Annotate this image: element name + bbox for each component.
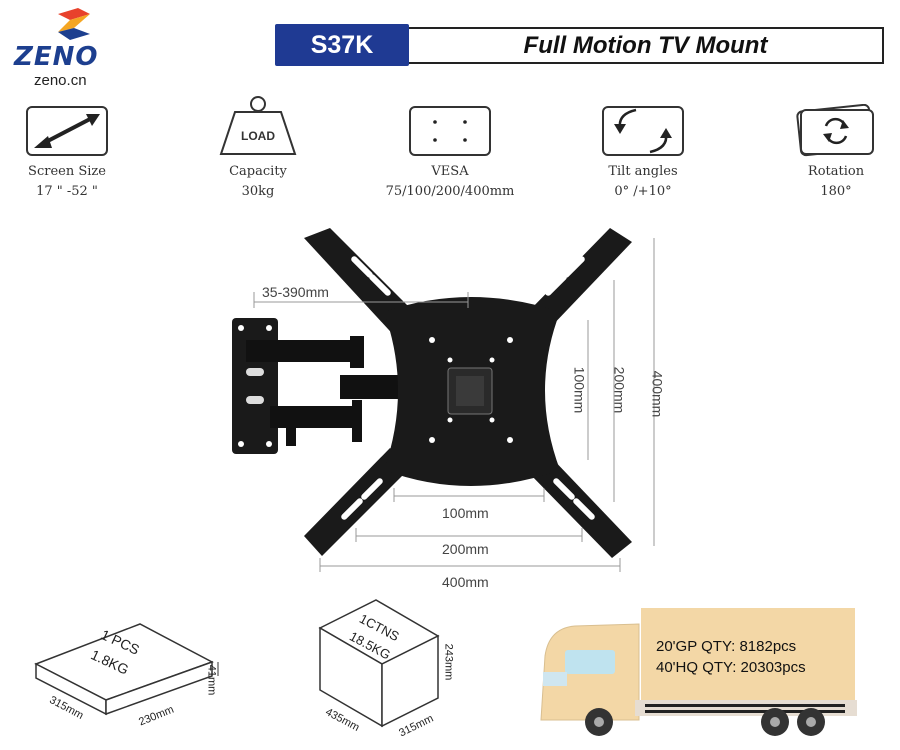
dim-horizontal-400: 400mm xyxy=(442,574,489,590)
spec-capacity: LOAD Capacity 30kg xyxy=(188,96,328,202)
spec-value: 180° xyxy=(820,184,852,199)
vesa-pattern-icon xyxy=(409,106,491,156)
spec-value: 30kg xyxy=(241,184,275,199)
dim-vertical-200: 200mm xyxy=(611,366,628,414)
wall-plate xyxy=(232,318,278,454)
carton-drawing xyxy=(318,599,440,728)
inner-box-drawing xyxy=(34,623,219,716)
brand-logo xyxy=(14,4,129,94)
dim-arm-extension: 35-390mm xyxy=(262,284,329,300)
arm-upper xyxy=(246,340,364,362)
diagonal-arrow-icon xyxy=(26,106,108,156)
dim-vertical-400: 400mm xyxy=(649,370,666,418)
carton-height: 243mm xyxy=(442,643,455,681)
brand-name: ZENO xyxy=(14,42,99,72)
tilt-icon xyxy=(602,106,684,156)
zeno-logo-icon xyxy=(58,8,90,40)
spec-value: 75/100/200/400mm xyxy=(385,184,515,199)
shipping-40hq: 40'HQ QTY: 20303pcs xyxy=(656,659,806,676)
brand-url: zeno.cn xyxy=(34,72,87,89)
spec-tilt: Tilt angles 0° /+10° xyxy=(573,106,713,202)
dim-horizontal-100: 100mm xyxy=(442,505,489,521)
rotation-icon xyxy=(793,104,879,158)
tv-mount-diagram xyxy=(232,228,655,572)
spec-label: Tilt angles xyxy=(608,164,678,179)
spec-value: 0° /+10° xyxy=(614,184,672,199)
model-tag: S37K xyxy=(275,24,409,66)
spec-screen-size: Screen Size 17 " -52 " xyxy=(0,106,137,202)
load-text: LOAD xyxy=(241,129,275,143)
spec-label: Rotation xyxy=(807,164,865,179)
spec-label: Capacity xyxy=(229,164,287,179)
truck-cargo xyxy=(641,608,855,700)
spec-label: Screen Size xyxy=(28,164,106,179)
dim-vertical-100: 100mm xyxy=(571,366,588,414)
spec-value: 17 " -52 " xyxy=(36,184,98,199)
dim-horizontal-200: 200mm xyxy=(442,541,489,557)
weight-icon: LOAD xyxy=(213,96,303,156)
spec-vesa: VESA 75/100/200/400mm xyxy=(380,106,520,202)
product-title: Full Motion TV Mount xyxy=(409,27,884,64)
truck-drawing xyxy=(540,608,857,736)
spec-rotation: Rotation 180° xyxy=(766,104,900,202)
arm-lower xyxy=(270,406,362,428)
spec-label: VESA xyxy=(431,164,469,179)
shipping-20gp: 20'GP QTY: 8182pcs xyxy=(656,638,797,655)
inner-box-height: 41mm xyxy=(205,664,218,696)
